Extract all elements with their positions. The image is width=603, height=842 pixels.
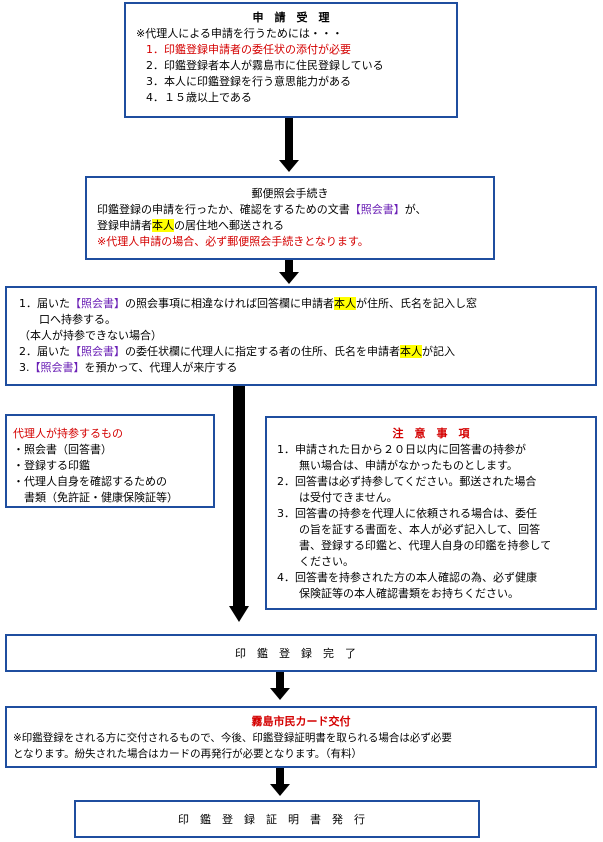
citizen-card-line-1: ※印鑑登録をされる方に交付されるもので、今後、印鑑登録証明書を取られる場合は必ず… <box>13 732 452 744</box>
step-1-text: 1．届いた <box>19 297 70 310</box>
note-line-7: 書、登録する印鑑と、代理人自身の印鑑を持参して <box>277 539 552 552</box>
step-note: （本人が持参できない場合） <box>19 329 162 342</box>
inquiry-steps-box: 1．届いた【照会書】の照会事項に相違なければ回答欄に申請者本人が住所、氏名を記入… <box>5 286 597 386</box>
proxy-items-box: 代理人が持参するもの ・照会書（回答書） ・登録する印鑑 ・代理人自身を確認する… <box>5 414 215 508</box>
flow-arrow-3 <box>233 386 245 608</box>
flow-arrow-2-head <box>279 272 299 284</box>
citizen-card-title: 霧島市民カード交付 <box>251 715 351 728</box>
inquiry-document-label: 【照会書】 <box>349 203 405 216</box>
postal-inquiry-line-1-text: 印鑑登録の申請を行ったか、確認をするための文書 <box>97 203 350 216</box>
applicant-self-highlight: 本人 <box>152 219 174 232</box>
postal-inquiry-title: 郵便照会手続き <box>251 187 329 200</box>
proxy-item-4: 書類（免許証・健康保険証等） <box>13 491 178 504</box>
certificate-issue-box: 印鑑登録証明書発行 <box>74 800 480 838</box>
step-1-text-2: の照会事項に相違なければ回答欄に申請者 <box>125 297 334 310</box>
postal-inquiry-line-1-end: が、 <box>404 203 427 216</box>
flow-arrow-5-head <box>270 784 290 796</box>
requirement-2: 2．印鑑登録者本人が霧島市に住民登録している <box>146 59 384 72</box>
application-acceptance-title: 申 請 受 理 <box>252 11 330 24</box>
flow-arrow-2 <box>285 260 293 272</box>
flow-arrow-5 <box>276 768 284 784</box>
postal-inquiry-line-1: 印鑑登録の申請を行ったか、確認をするための文書【照会書】が、 <box>97 202 493 218</box>
flow-arrow-1-head <box>279 160 299 172</box>
requirement-1: 1．印鑑登録申請者の委任状の添付が必要 <box>146 43 351 56</box>
requirement-4: 4．１５歳以上である <box>146 91 252 104</box>
registration-complete-title: 印鑑登録完了 <box>235 647 367 660</box>
step-3-inquiry-label: 【照会書】 <box>29 361 85 374</box>
step-2-text-2: の委任状欄に代理人に指定する者の住所、氏名を申請者 <box>125 345 400 358</box>
proxy-items-title: 代理人が持参するもの <box>13 427 123 440</box>
note-line-2: 無い場合は、申請がなかったものとします。 <box>277 459 518 472</box>
step-2-text-3: が記入 <box>422 345 455 358</box>
note-line-9: 4．回答書を持参された方の本人確認の為、必ず健康 <box>277 571 537 584</box>
note-line-5: 3．回答書の持参を代理人に依頼される場合は、委任 <box>277 507 537 520</box>
proxy-item-2: ・登録する印鑑 <box>13 459 90 472</box>
postal-inquiry-line-2: 登録申請者本人の居住地へ郵送される <box>97 218 493 234</box>
step-3-text: 3. <box>19 361 30 374</box>
postal-inquiry-box: 郵便照会手続き 印鑑登録の申請を行ったか、確認をするための文書【照会書】が、 登… <box>85 176 495 260</box>
note-line-3: 2．回答書は必ず持参してください。郵送された場合 <box>277 475 537 488</box>
step-1-text-3: が住所、氏名を記入し窓 <box>356 297 477 310</box>
proxy-intro: ※代理人による申請を行うためには・・・ <box>136 27 343 40</box>
notes-box: 注 意 事 項 1．申請された日から２０日以内に回答書の持参が 無い場合は、申請… <box>265 416 597 610</box>
registration-complete-box: 印鑑登録完了 <box>5 634 597 672</box>
step-1-self-highlight: 本人 <box>334 297 356 310</box>
citizen-card-line-2: となります。紛失された場合はカードの再発行が必要となります。（有料） <box>13 748 363 760</box>
step-3: 3.【照会書】を預かって、代理人が来庁する <box>19 360 595 376</box>
note-line-1: 1．申請された日から２０日以内に回答書の持参が <box>277 443 526 456</box>
step-2-self-highlight: 本人 <box>400 345 422 358</box>
proxy-item-3: ・代理人自身を確認するための <box>13 475 167 488</box>
note-line-8: ください。 <box>277 555 354 568</box>
note-line-4: は受付できません。 <box>277 491 398 504</box>
step-1-inquiry-label: 【照会書】 <box>70 297 125 310</box>
note-line-6: の旨を証する書面を、本人が必ず記入して、回答 <box>277 523 541 536</box>
citizen-card-box: 霧島市民カード交付 ※印鑑登録をされる方に交付されるもので、今後、印鑑登録証明書… <box>5 706 597 768</box>
step-1-continued: 口へ持参する。 <box>39 313 116 326</box>
postal-inquiry-line-2-end: の居住地へ郵送される <box>174 219 284 232</box>
flow-arrow-4 <box>276 672 284 688</box>
flow-arrow-3-head <box>229 606 249 622</box>
certificate-issue-title: 印鑑登録証明書発行 <box>178 813 376 826</box>
flow-arrow-4-head <box>270 688 290 700</box>
notes-title: 注 意 事 項 <box>392 427 470 440</box>
application-acceptance-box: 申 請 受 理 ※代理人による申請を行うためには・・・ 1．印鑑登録申請者の委任… <box>124 2 458 118</box>
step-1: 1．届いた【照会書】の照会事項に相違なければ回答欄に申請者本人が住所、氏名を記入… <box>19 296 595 312</box>
step-2-text: 2．届いた <box>19 345 70 358</box>
flow-arrow-1 <box>285 118 293 160</box>
postal-inquiry-note: ※代理人申請の場合、必ず郵便照会手続きとなります。 <box>97 235 369 248</box>
requirement-3: 3．本人に印鑑登録を行う意思能力がある <box>146 75 351 88</box>
note-line-10: 保険証等の本人確認書類をお持ちください。 <box>277 587 519 600</box>
postal-inquiry-line-2-text: 登録申請者 <box>97 219 152 232</box>
step-2: 2．届いた【照会書】の委任状欄に代理人に指定する者の住所、氏名を申請者本人が記入 <box>19 344 595 360</box>
step-2-inquiry-label: 【照会書】 <box>70 345 125 358</box>
proxy-item-1: ・照会書（回答書） <box>13 443 112 456</box>
step-3-text-2: を預かって、代理人が来庁する <box>84 361 238 374</box>
